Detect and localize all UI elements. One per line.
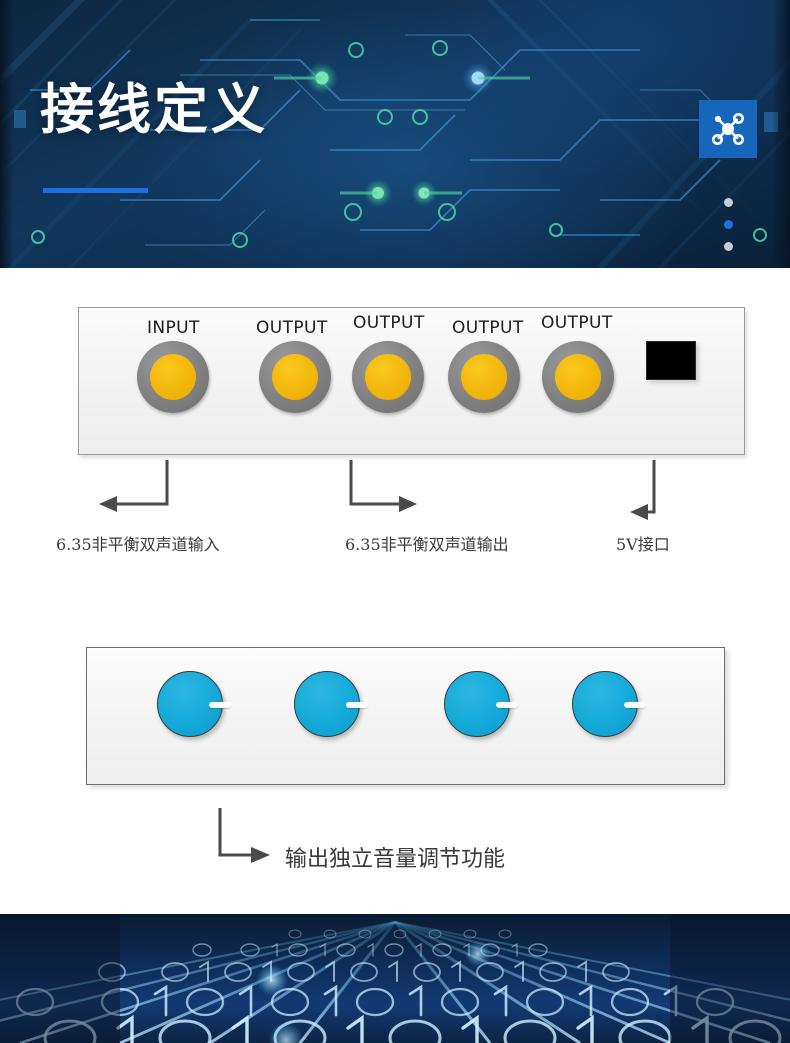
annotation-arrow-volume [218, 808, 270, 863]
annotation-label-power: 5V接口 [616, 535, 670, 554]
jack-label-output-4: OUTPUT [541, 313, 613, 333]
banner-left-vignette [0, 0, 14, 268]
5v-power-port[interactable] [646, 341, 696, 380]
knob-pointer [346, 702, 368, 708]
header-banner: 接线定义 [0, 0, 790, 268]
jack-label-output-1: OUTPUT [256, 318, 328, 338]
annotation-arrow-output [349, 460, 417, 512]
knob-pointer [624, 702, 646, 708]
jack-label-input: INPUT [147, 318, 200, 338]
annotation-label-output: 6.35非平衡双声道输出 [345, 535, 509, 554]
jack-core [272, 354, 318, 400]
page-title: 接线定义 [40, 80, 268, 140]
jack-core [555, 354, 601, 400]
volume-knob-2[interactable] [294, 671, 368, 737]
jack-label-output-3: OUTPUT [452, 318, 524, 338]
jack-label-output-2: OUTPUT [353, 313, 425, 333]
carousel-dot-1[interactable] [724, 198, 733, 207]
volume-knob-4[interactable] [572, 671, 646, 737]
jack-input[interactable] [137, 341, 209, 413]
annotation-label-volume: 输出独立音量调节功能 [285, 847, 506, 872]
banner-right-vignette [772, 0, 790, 268]
jack-core [365, 354, 411, 400]
network-node-icon-badge[interactable] [699, 100, 757, 158]
volume-knob-1[interactable] [157, 671, 231, 737]
network-node-icon [712, 113, 744, 145]
jack-output-3[interactable] [448, 341, 520, 413]
footer-banner [0, 914, 790, 1043]
annotation-arrow-power [630, 460, 656, 520]
volume-knob-3[interactable] [444, 671, 518, 737]
annotation-label-input: 6.35非平衡双声道输入 [56, 535, 220, 554]
jack-output-2[interactable] [352, 341, 424, 413]
title-underline-bar [43, 188, 148, 193]
jack-output-4[interactable] [542, 341, 614, 413]
circuit-background-graphic [0, 0, 790, 268]
binary-grid-graphic [0, 914, 790, 1043]
carousel-dot-3[interactable] [724, 242, 733, 251]
jack-core [461, 354, 507, 400]
jack-output-1[interactable] [259, 341, 331, 413]
jack-core [150, 354, 196, 400]
carousel-dots[interactable] [724, 198, 736, 264]
carousel-dot-2-active[interactable] [724, 220, 733, 229]
knob-pointer [209, 702, 231, 708]
annotation-arrow-input [99, 460, 169, 512]
knob-pointer [496, 702, 518, 708]
